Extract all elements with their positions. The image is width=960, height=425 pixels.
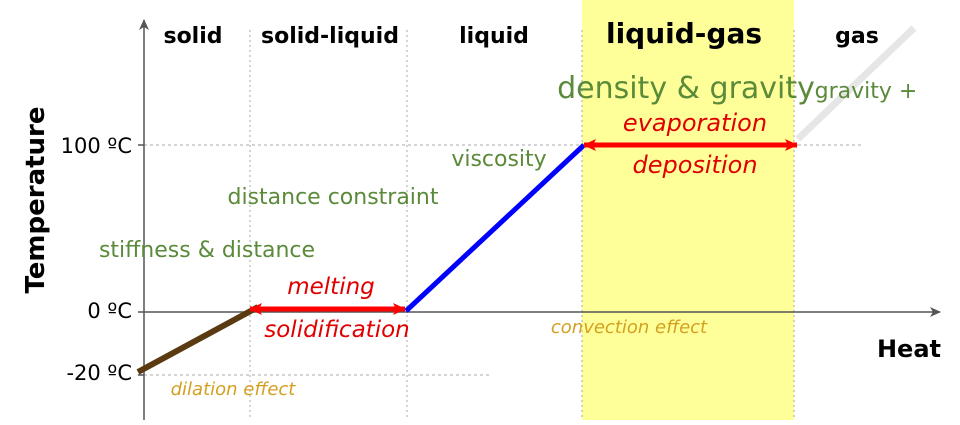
- label-density-gravity: density & gravity: [557, 71, 815, 106]
- label-distance-constraint: distance constraint: [227, 185, 438, 210]
- label-stiffness-distance: stiffness & distance: [99, 238, 315, 263]
- liquid-gas-band: [582, 0, 794, 420]
- phase-gas: gas: [835, 24, 879, 49]
- label-gravity-plus: gravity +: [815, 79, 918, 104]
- phase-solid: solid: [163, 24, 222, 49]
- solid-heating-line: [136, 304, 260, 375]
- phase-solid-liquid: solid-liquid: [261, 24, 399, 49]
- tick-label-100c: 100 ºC: [61, 134, 132, 158]
- phase-liquid: liquid: [459, 24, 529, 49]
- label-evaporation: evaporation: [623, 109, 767, 137]
- x-axis-label: Heat: [877, 335, 941, 363]
- phase-separators: [249, 30, 795, 420]
- y-ticks: [138, 144, 144, 376]
- label-melting: melting: [287, 274, 375, 300]
- label-convection-effect: convection effect: [551, 317, 708, 338]
- tick-label-minus20c: -20 ºC: [66, 361, 132, 385]
- y-axis-label: Temperature: [21, 106, 51, 293]
- phase-liquid-gas: liquid-gas: [606, 17, 762, 50]
- label-viscosity: viscosity: [451, 147, 546, 172]
- label-solidification: solidification: [264, 317, 409, 343]
- tick-label-0c: 0 ºC: [87, 299, 132, 323]
- label-deposition: deposition: [632, 151, 757, 179]
- liquid-heating-line: [404, 143, 586, 313]
- label-dilation-effect: dilation effect: [171, 379, 297, 400]
- temperature-guides: [144, 144, 862, 376]
- gas-line: [795, 25, 917, 142]
